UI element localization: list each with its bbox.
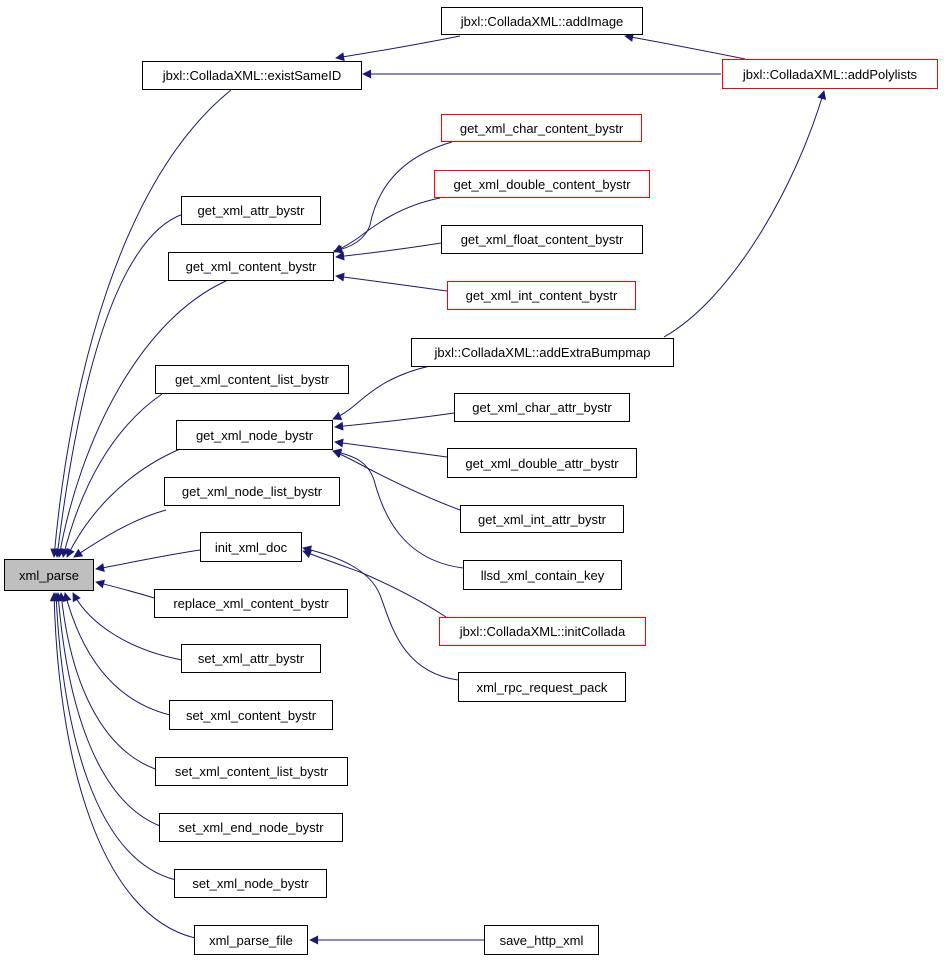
edge-addImage-to-existSameID: [335, 35, 461, 62]
node-get-xml-node-list-bystr[interactable]: get_xml_node_list_bystr: [164, 477, 340, 506]
node-get-xml-double-attr-bystr[interactable]: get_xml_double_attr_bystr: [447, 448, 637, 478]
edge-addPolylists-to-addImage: [624, 32, 746, 60]
node-addPolylists[interactable]: jbxl::ColladaXML::addPolylists: [722, 59, 938, 89]
node-get-xml-int-content-bystr[interactable]: get_xml_int_content_bystr: [447, 281, 636, 310]
edge-xml_rpc_request_pack-to-init_xml_doc: [302, 545, 459, 681]
edge-get_xml_double_attr_bystr-to-get_xml_node_bystr: [334, 438, 448, 458]
edge-set_xml_end_node_bystr-to-xml_parse: [54, 592, 161, 827]
edge-addExtraBumpmap-to-addPolylists: [663, 90, 827, 338]
node-get-xml-char-attr-bystr[interactable]: get_xml_char_attr_bystr: [454, 393, 630, 422]
edge-set_xml_content_list_bystr-to-xml_parse: [57, 592, 159, 771]
edge-xml_parse_file-to-xml_parse: [49, 592, 196, 939]
node-get-xml-content-list-bystr[interactable]: get_xml_content_list_bystr: [155, 365, 349, 394]
edge-get_xml_content_bystr-to-xml_parse: [56, 280, 227, 558]
edge-get_xml_char_content_bystr-to-get_xml_content_bystr: [333, 141, 453, 254]
node-set-xml-attr-bystr[interactable]: set_xml_attr_bystr: [181, 644, 321, 673]
edge-llsd_xml_contain_key-to-get_xml_node_bystr: [332, 448, 464, 569]
node-set-xml-end-node-bystr[interactable]: set_xml_end_node_bystr: [159, 813, 343, 842]
node-set-xml-content-list-bystr[interactable]: set_xml_content_list_bystr: [155, 757, 348, 786]
edge-get_xml_attr_bystr-to-xml_parse: [53, 213, 184, 558]
node-xml-parse-root: xml_parse: [4, 559, 94, 591]
edge-set_xml_attr_bystr-to-xml_parse: [72, 592, 183, 661]
node-get-xml-float-content-bystr[interactable]: get_xml_float_content_bystr: [441, 225, 643, 254]
node-get-xml-attr-bystr[interactable]: get_xml_attr_bystr: [181, 196, 321, 225]
edge-initCollada-to-init_xml_doc: [302, 549, 447, 618]
node-set-xml-node-bystr[interactable]: set_xml_node_bystr: [174, 869, 327, 898]
edge-get_xml_node_list_bystr-to-xml_parse: [73, 509, 167, 558]
node-replace-xml-content-bystr[interactable]: replace_xml_content_bystr: [154, 589, 348, 618]
node-existSameID[interactable]: jbxl::ColladaXML::existSameID: [142, 61, 362, 90]
edge-get_xml_int_content_bystr-to-get_xml_content_bystr: [335, 272, 448, 292]
node-xml-parse-file[interactable]: xml_parse_file: [194, 925, 308, 955]
node-init-xml-doc[interactable]: init_xml_doc: [200, 532, 302, 562]
node-get-xml-node-bystr[interactable]: get_xml_node_bystr: [176, 420, 333, 450]
node-get-xml-double-content-bystr[interactable]: get_xml_double_content_bystr: [434, 170, 650, 198]
edge-get_xml_float_content_bystr-to-get_xml_content_bystr: [335, 242, 442, 261]
node-addImage[interactable]: jbxl::ColladaXML::addImage: [441, 7, 643, 35]
node-llsd-xml-contain-key[interactable]: llsd_xml_contain_key: [463, 560, 622, 590]
node-initCollada[interactable]: jbxl::ColladaXML::initCollada: [439, 617, 646, 646]
node-set-xml-content-bystr[interactable]: set_xml_content_bystr: [169, 700, 333, 730]
node-get-xml-char-content-bystr[interactable]: get_xml_char_content_bystr: [441, 114, 642, 142]
edge-replace_xml_content_bystr-to-xml_parse: [95, 579, 155, 599]
node-get-xml-int-attr-bystr[interactable]: get_xml_int_attr_bystr: [460, 505, 624, 533]
node-save-http-xml[interactable]: save_http_xml: [484, 925, 599, 955]
node-addExtraBumpmap[interactable]: jbxl::ColladaXML::addExtraBumpmap: [411, 338, 674, 367]
node-get-xml-content-bystr[interactable]: get_xml_content_bystr: [168, 252, 334, 281]
edge-get_xml_double_content_bystr-to-get_xml_content_bystr: [333, 197, 441, 253]
edge-get_xml_node_bystr-to-xml_parse: [66, 448, 181, 558]
edge-addExtraBumpmap-to-get_xml_node_bystr: [332, 365, 431, 420]
node-xml-rpc-request-pack[interactable]: xml_rpc_request_pack: [458, 672, 626, 702]
edge-set_xml_content_bystr-to-xml_parse: [62, 592, 171, 716]
edge-init_xml_doc-to-xml_parse: [95, 549, 201, 573]
edge-set_xml_node_bystr-to-xml_parse: [51, 592, 177, 881]
edge-get_xml_content_list_bystr-to-xml_parse: [60, 393, 163, 558]
edge-get_xml_char_attr_bystr-to-get_xml_node_bystr: [334, 412, 455, 431]
edge-existSameID-to-xml_parse: [50, 89, 232, 558]
